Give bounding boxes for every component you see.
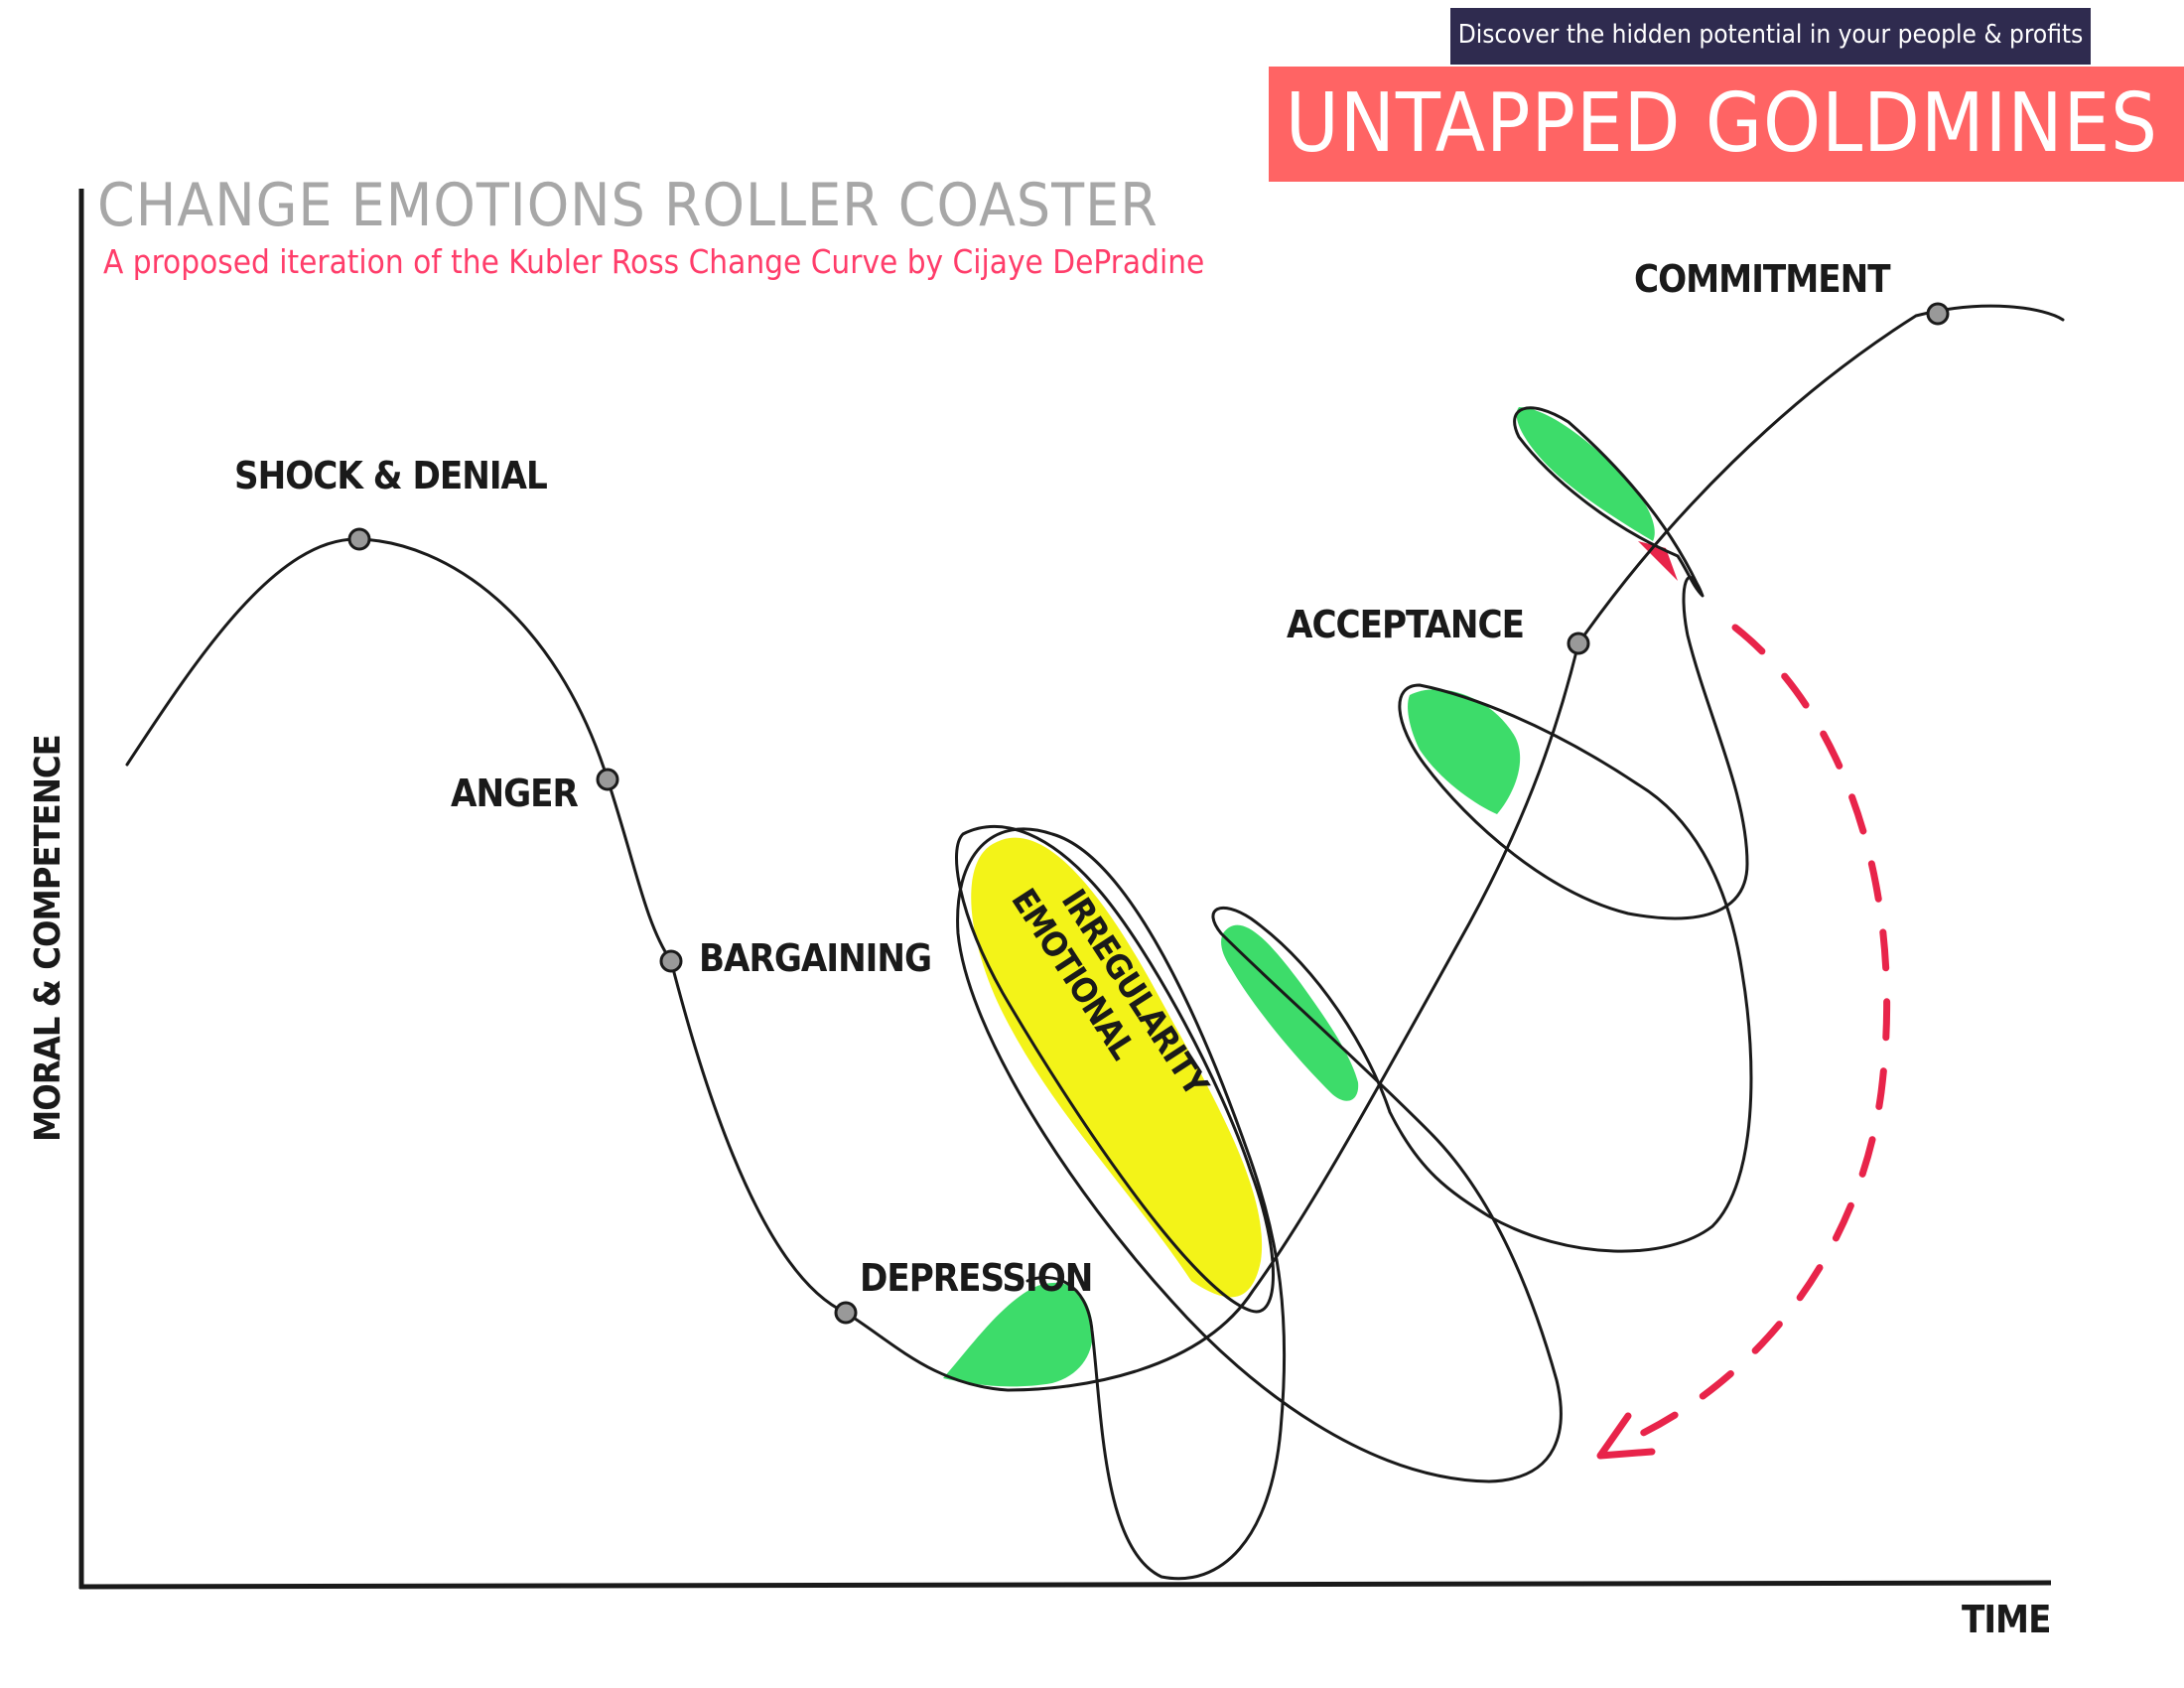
label-anger: ANGER xyxy=(451,772,578,815)
x-axis-label: TIME xyxy=(1962,1598,2050,1641)
emotional-irregularity-outline xyxy=(955,825,1275,1314)
label-acceptance: ACCEPTANCE xyxy=(1287,603,1524,646)
label-shock-denial: SHOCK & DENIAL xyxy=(234,454,547,497)
change-curve-line xyxy=(125,304,2065,1392)
stage-markers xyxy=(347,302,1950,1325)
green-segment-depression xyxy=(943,1282,1093,1387)
green-segment-acceptance xyxy=(1408,689,1521,814)
label-commitment: COMMITMENT xyxy=(1634,257,1891,301)
emotional-irregularity-fill xyxy=(971,837,1263,1298)
brand-banner: Discover the hidden potential in your pe… xyxy=(1269,0,2184,183)
dashed-arrow-head xyxy=(1596,1412,1656,1460)
dashed-return-arrow xyxy=(1614,624,1891,1449)
marker-commitment xyxy=(1926,302,1950,326)
tagline: Discover the hidden potential in your pe… xyxy=(1450,8,2091,65)
marker-depression xyxy=(834,1301,858,1325)
green-segment-middle xyxy=(1221,924,1359,1101)
y-axis-label: MORAL & COMPETENCE xyxy=(28,735,68,1142)
label-bargaining: BARGAINING xyxy=(699,936,931,980)
diagram-title: CHANGE EMOTIONS ROLLER COASTER xyxy=(97,171,1159,240)
green-segment-commitment xyxy=(1516,407,1655,541)
diagram-subtitle: A proposed iteration of the Kubler Ross … xyxy=(103,242,1205,281)
marker-anger xyxy=(596,768,619,791)
brand-name: UNTAPPED GOLDMINES xyxy=(1269,67,2184,182)
marker-acceptance xyxy=(1567,632,1590,655)
label-depression: DEPRESSION xyxy=(860,1256,1092,1300)
marker-shock-denial xyxy=(347,527,371,551)
curve-loop-1 xyxy=(956,406,1753,1581)
x-axis xyxy=(78,1580,2052,1590)
marker-bargaining xyxy=(659,949,683,973)
